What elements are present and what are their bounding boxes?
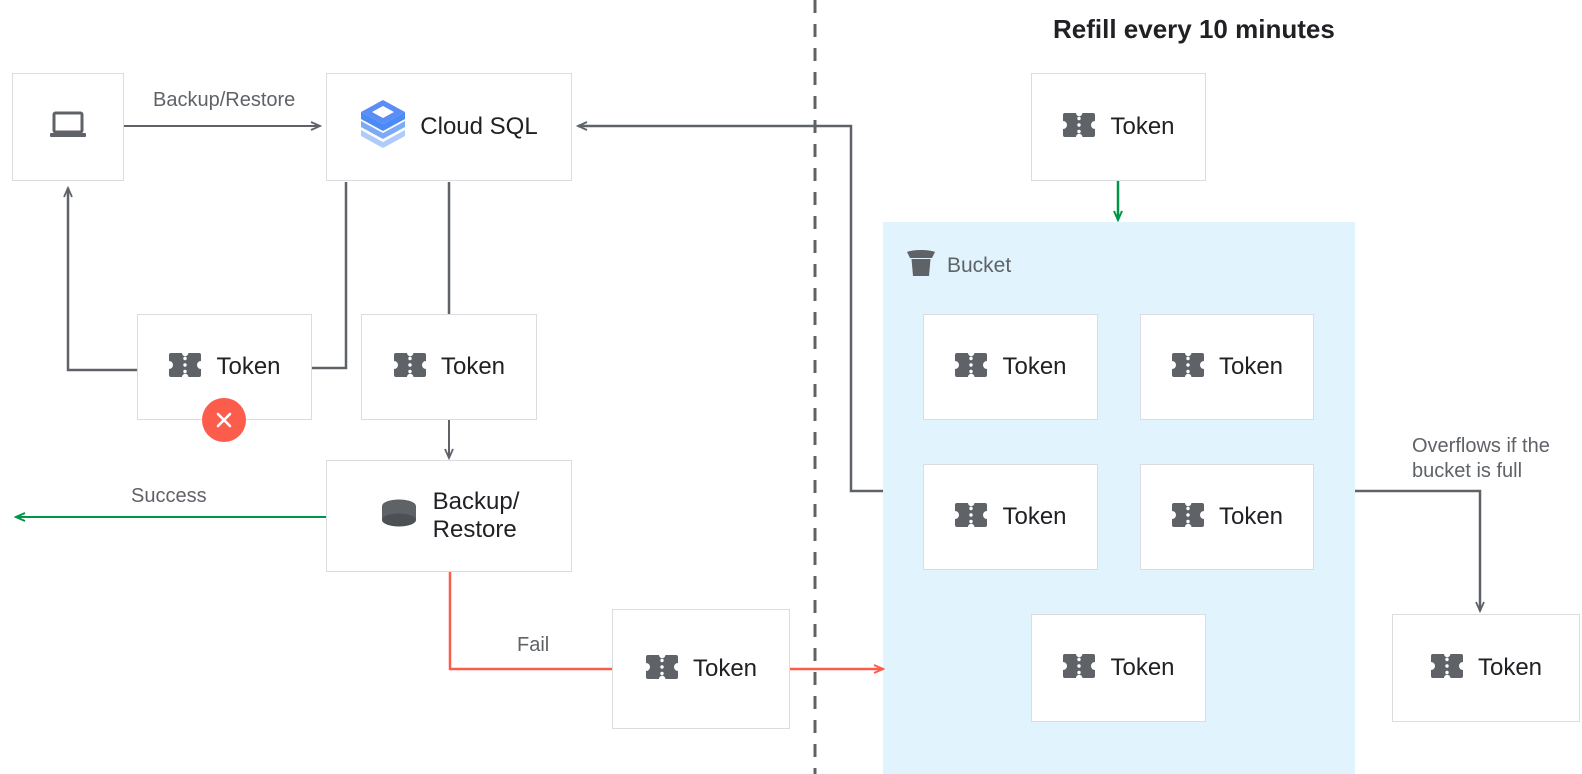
bucket-icon [905,248,937,283]
node-token-overflow-label: Token [1477,654,1543,682]
bucket-token-1[interactable]: Token [923,314,1098,420]
bucket-label: Bucket [947,253,1012,277]
database-icon [379,497,419,536]
node-cloud-sql-label: Cloud SQL [420,113,538,141]
token-icon [954,501,988,534]
node-token-refill[interactable]: Token [1031,73,1206,181]
bucket-token-3[interactable]: Token [923,464,1098,570]
bucket-token-2-label: Token [1218,353,1284,381]
token-icon [393,351,427,384]
error-x-icon [202,398,246,442]
node-token-refill-label: Token [1110,113,1175,141]
token-icon [1430,652,1464,685]
node-backup-restore[interactable]: Backup/ Restore [326,460,572,572]
token-icon [168,351,202,384]
edge-label-fail: Fail [517,634,550,656]
node-token-consumed-label: Token [440,353,506,381]
edge-bucket-overflow [1355,489,1480,611]
edge-label-overflow: Overflows if the bucket is full [1412,435,1550,482]
bucket-token-4[interactable]: Token [1140,464,1314,570]
node-token-consumed[interactable]: Token [361,314,537,420]
page-title: Refill every 10 minutes [1053,14,1335,44]
node-token-overflow[interactable]: Token [1392,614,1580,722]
bucket-token-3-label: Token [1002,503,1067,531]
token-icon [645,653,679,686]
edge-bucket-to-cloudsql [578,126,883,493]
bucket-header: Bucket [905,248,1011,283]
token-icon [1062,652,1096,685]
bucket-token-5[interactable]: Token [1031,614,1206,722]
node-token-fail-return-label: Token [692,655,758,683]
token-icon [1171,351,1205,384]
bucket-token-4-label: Token [1218,503,1284,531]
bucket-token-5-label: Token [1110,654,1175,682]
token-icon [954,351,988,384]
cloud-sql-icon [360,99,406,156]
edge-tokenfailed-to-client [68,188,137,372]
laptop-icon [49,110,87,145]
node-token-fail-return[interactable]: Token [612,609,790,729]
token-icon [1171,501,1205,534]
bucket-token-1-label: Token [1002,353,1067,381]
bucket-token-2[interactable]: Token [1140,314,1314,420]
node-client[interactable] [12,73,124,181]
edge-label-backup-restore: Backup/Restore [153,89,296,111]
token-icon [1062,111,1096,144]
node-backup-restore-label: Backup/ Restore [432,488,520,543]
node-token-failed-label: Token [216,353,281,381]
node-cloud-sql[interactable]: Cloud SQL [326,73,572,181]
edge-cloudsql-to-tokenfailed [312,182,348,370]
edge-label-success: Success [131,485,207,507]
